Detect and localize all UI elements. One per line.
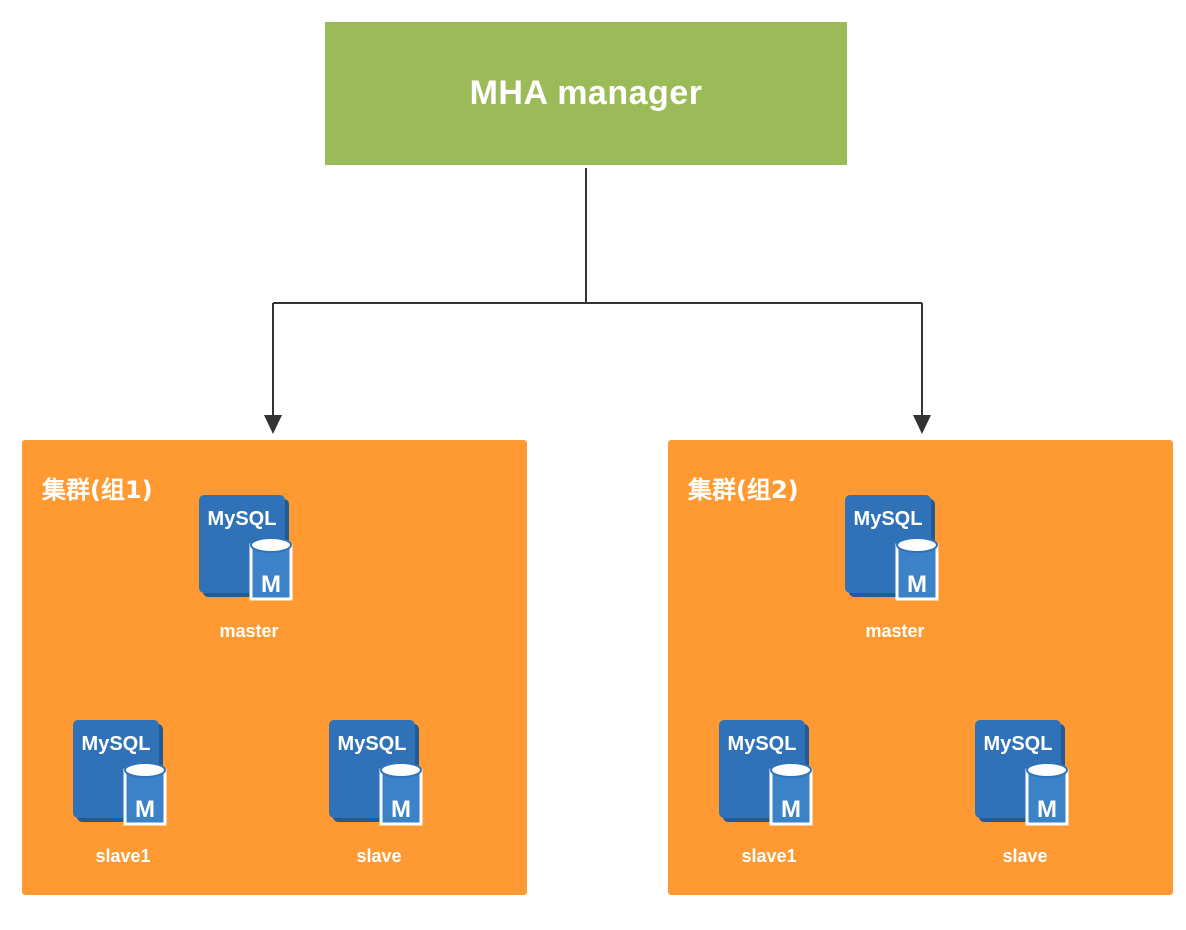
mha-manager-title: MHA manager	[469, 74, 703, 112]
node-label: slave	[1002, 846, 1048, 866]
mysql-slave-icon: MySQL M	[719, 720, 813, 826]
node-label: slave1	[741, 846, 797, 866]
arrowhead-cluster-1	[264, 415, 282, 434]
mysql-master-icon: MySQL M	[845, 495, 939, 601]
node-label: slave1	[95, 846, 151, 866]
cluster-title: 集群(组2)	[688, 476, 799, 504]
cluster-group-2: 集群(组2) MySQL M master MySQL M slave1 MyS…	[668, 440, 1173, 895]
svg-text:M: M	[135, 796, 155, 823]
node-label: master	[865, 621, 925, 641]
svg-text:M: M	[907, 571, 927, 598]
svg-text:MySQL: MySQL	[728, 733, 797, 755]
svg-text:MySQL: MySQL	[82, 733, 151, 755]
mysql-master-icon: MySQL M	[199, 495, 293, 601]
svg-text:M: M	[781, 796, 801, 823]
slave-node: MySQL M slave1	[699, 720, 839, 867]
svg-text:MySQL: MySQL	[208, 508, 277, 530]
svg-text:MySQL: MySQL	[854, 508, 923, 530]
cluster-group-1: 集群(组1) MySQL M master MySQL M slave1 MyS…	[22, 440, 527, 895]
cluster-title: 集群(组1)	[42, 476, 153, 504]
mysql-slave-icon: MySQL M	[73, 720, 167, 826]
node-label: master	[219, 621, 279, 641]
svg-text:MySQL: MySQL	[338, 733, 407, 755]
svg-text:M: M	[1037, 796, 1057, 823]
slave-node: MySQL M slave	[955, 720, 1095, 867]
master-node: MySQL M master	[825, 495, 965, 642]
svg-text:M: M	[391, 796, 411, 823]
mysql-slave-icon: MySQL M	[329, 720, 423, 826]
mysql-slave-icon: MySQL M	[975, 720, 1069, 826]
slave-node: MySQL M slave	[309, 720, 449, 867]
slave-node: MySQL M slave1	[53, 720, 193, 867]
node-label: slave	[356, 846, 402, 866]
svg-text:M: M	[261, 571, 281, 598]
arrowhead-cluster-2	[913, 415, 931, 434]
master-node: MySQL M master	[179, 495, 319, 642]
svg-text:MySQL: MySQL	[984, 733, 1053, 755]
mha-manager-box: MHA manager	[325, 22, 847, 165]
